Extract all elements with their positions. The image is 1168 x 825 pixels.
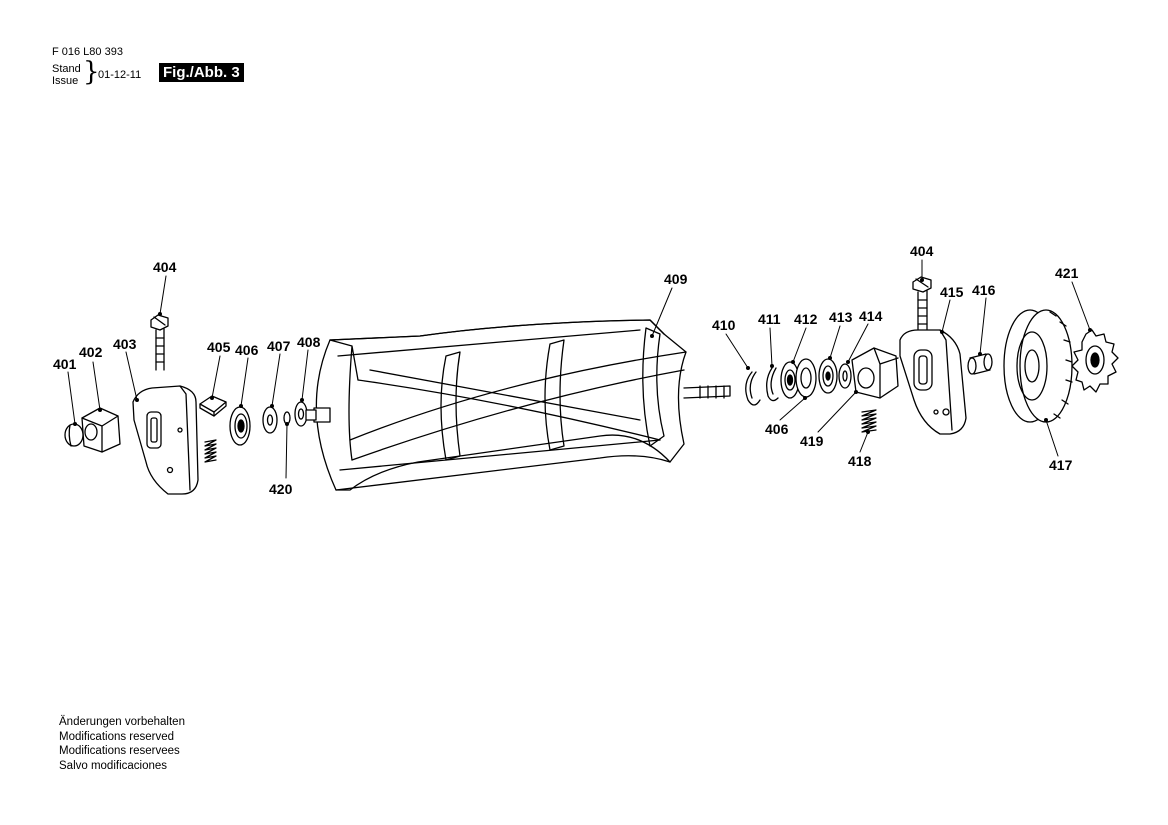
issue-label: Issue — [52, 75, 79, 87]
part-401-cap — [64, 423, 84, 447]
notice-french: Modifications reservees — [59, 745, 180, 757]
part-412-bearing — [780, 361, 800, 399]
part-spring-left — [204, 439, 217, 463]
notice-spanish: Salvo modificaciones — [59, 759, 168, 772]
callout-415: 415 — [940, 284, 964, 300]
callout-401: 401 — [53, 356, 77, 372]
callout-406-right: 406 — [765, 421, 789, 437]
callout-labels: 401 402 403 404 405 406 407 408 409 410 … — [53, 243, 1079, 497]
part-407-washer — [262, 406, 278, 434]
callout-410: 410 — [712, 317, 736, 333]
callout-409: 409 — [664, 271, 688, 287]
callout-421: 421 — [1055, 265, 1079, 281]
part-403-side-plate — [132, 385, 199, 495]
callout-408: 408 — [297, 334, 321, 350]
brace-symbol: } — [83, 57, 100, 87]
part-416-sleeve — [967, 353, 993, 375]
part-415-side-plate — [899, 329, 967, 435]
callout-413: 413 — [829, 309, 853, 325]
part-402-knob — [81, 407, 121, 453]
callout-404-right: 404 — [910, 243, 934, 259]
part-418-spring — [861, 409, 877, 433]
notice-german: Änderungen vorbehalten — [59, 716, 185, 728]
modifications-notice: Änderungen vorbehalten Modifications res… — [59, 715, 185, 773]
callout-414: 414 — [859, 308, 883, 324]
part-406-bearing-right — [795, 358, 817, 398]
callout-407: 407 — [267, 338, 291, 354]
part-413-washer — [818, 358, 838, 394]
figure-label: Fig./Abb. 3 — [159, 63, 244, 82]
issue-date: 01-12-11 — [98, 69, 142, 81]
callout-417: 417 — [1049, 457, 1073, 473]
callout-404-left: 404 — [153, 259, 177, 275]
callout-411: 411 — [758, 311, 781, 327]
part-406-bearing-left — [229, 406, 251, 446]
callout-403: 403 — [113, 336, 137, 352]
document-number: F 016 L80 393 — [52, 46, 123, 58]
callout-402: 402 — [79, 344, 103, 360]
part-414-ring — [838, 363, 852, 389]
part-419-housing — [851, 347, 899, 399]
notice-english: Modifications reserved — [59, 730, 175, 743]
part-410-circlip — [745, 371, 761, 406]
part-404-screw-right — [912, 276, 932, 333]
part-411-circlip — [766, 367, 779, 402]
part-408-washer — [294, 401, 308, 427]
stand-label: Stand — [52, 63, 81, 75]
part-404-screw-left — [150, 314, 169, 371]
leader-lines — [67, 259, 1091, 479]
callout-416: 416 — [972, 282, 996, 298]
part-405-block — [199, 395, 227, 417]
callout-412: 412 — [794, 311, 818, 327]
part-409-cutting-cylinder — [305, 319, 731, 491]
callout-420: 420 — [269, 481, 293, 497]
part-417-pulley — [1003, 309, 1073, 423]
part-421-sprocket — [1071, 329, 1119, 393]
callout-418: 418 — [848, 453, 872, 469]
callout-405: 405 — [207, 339, 231, 355]
callout-419: 419 — [800, 433, 824, 449]
leader-dots — [73, 278, 1092, 434]
callout-406-left: 406 — [235, 342, 259, 358]
